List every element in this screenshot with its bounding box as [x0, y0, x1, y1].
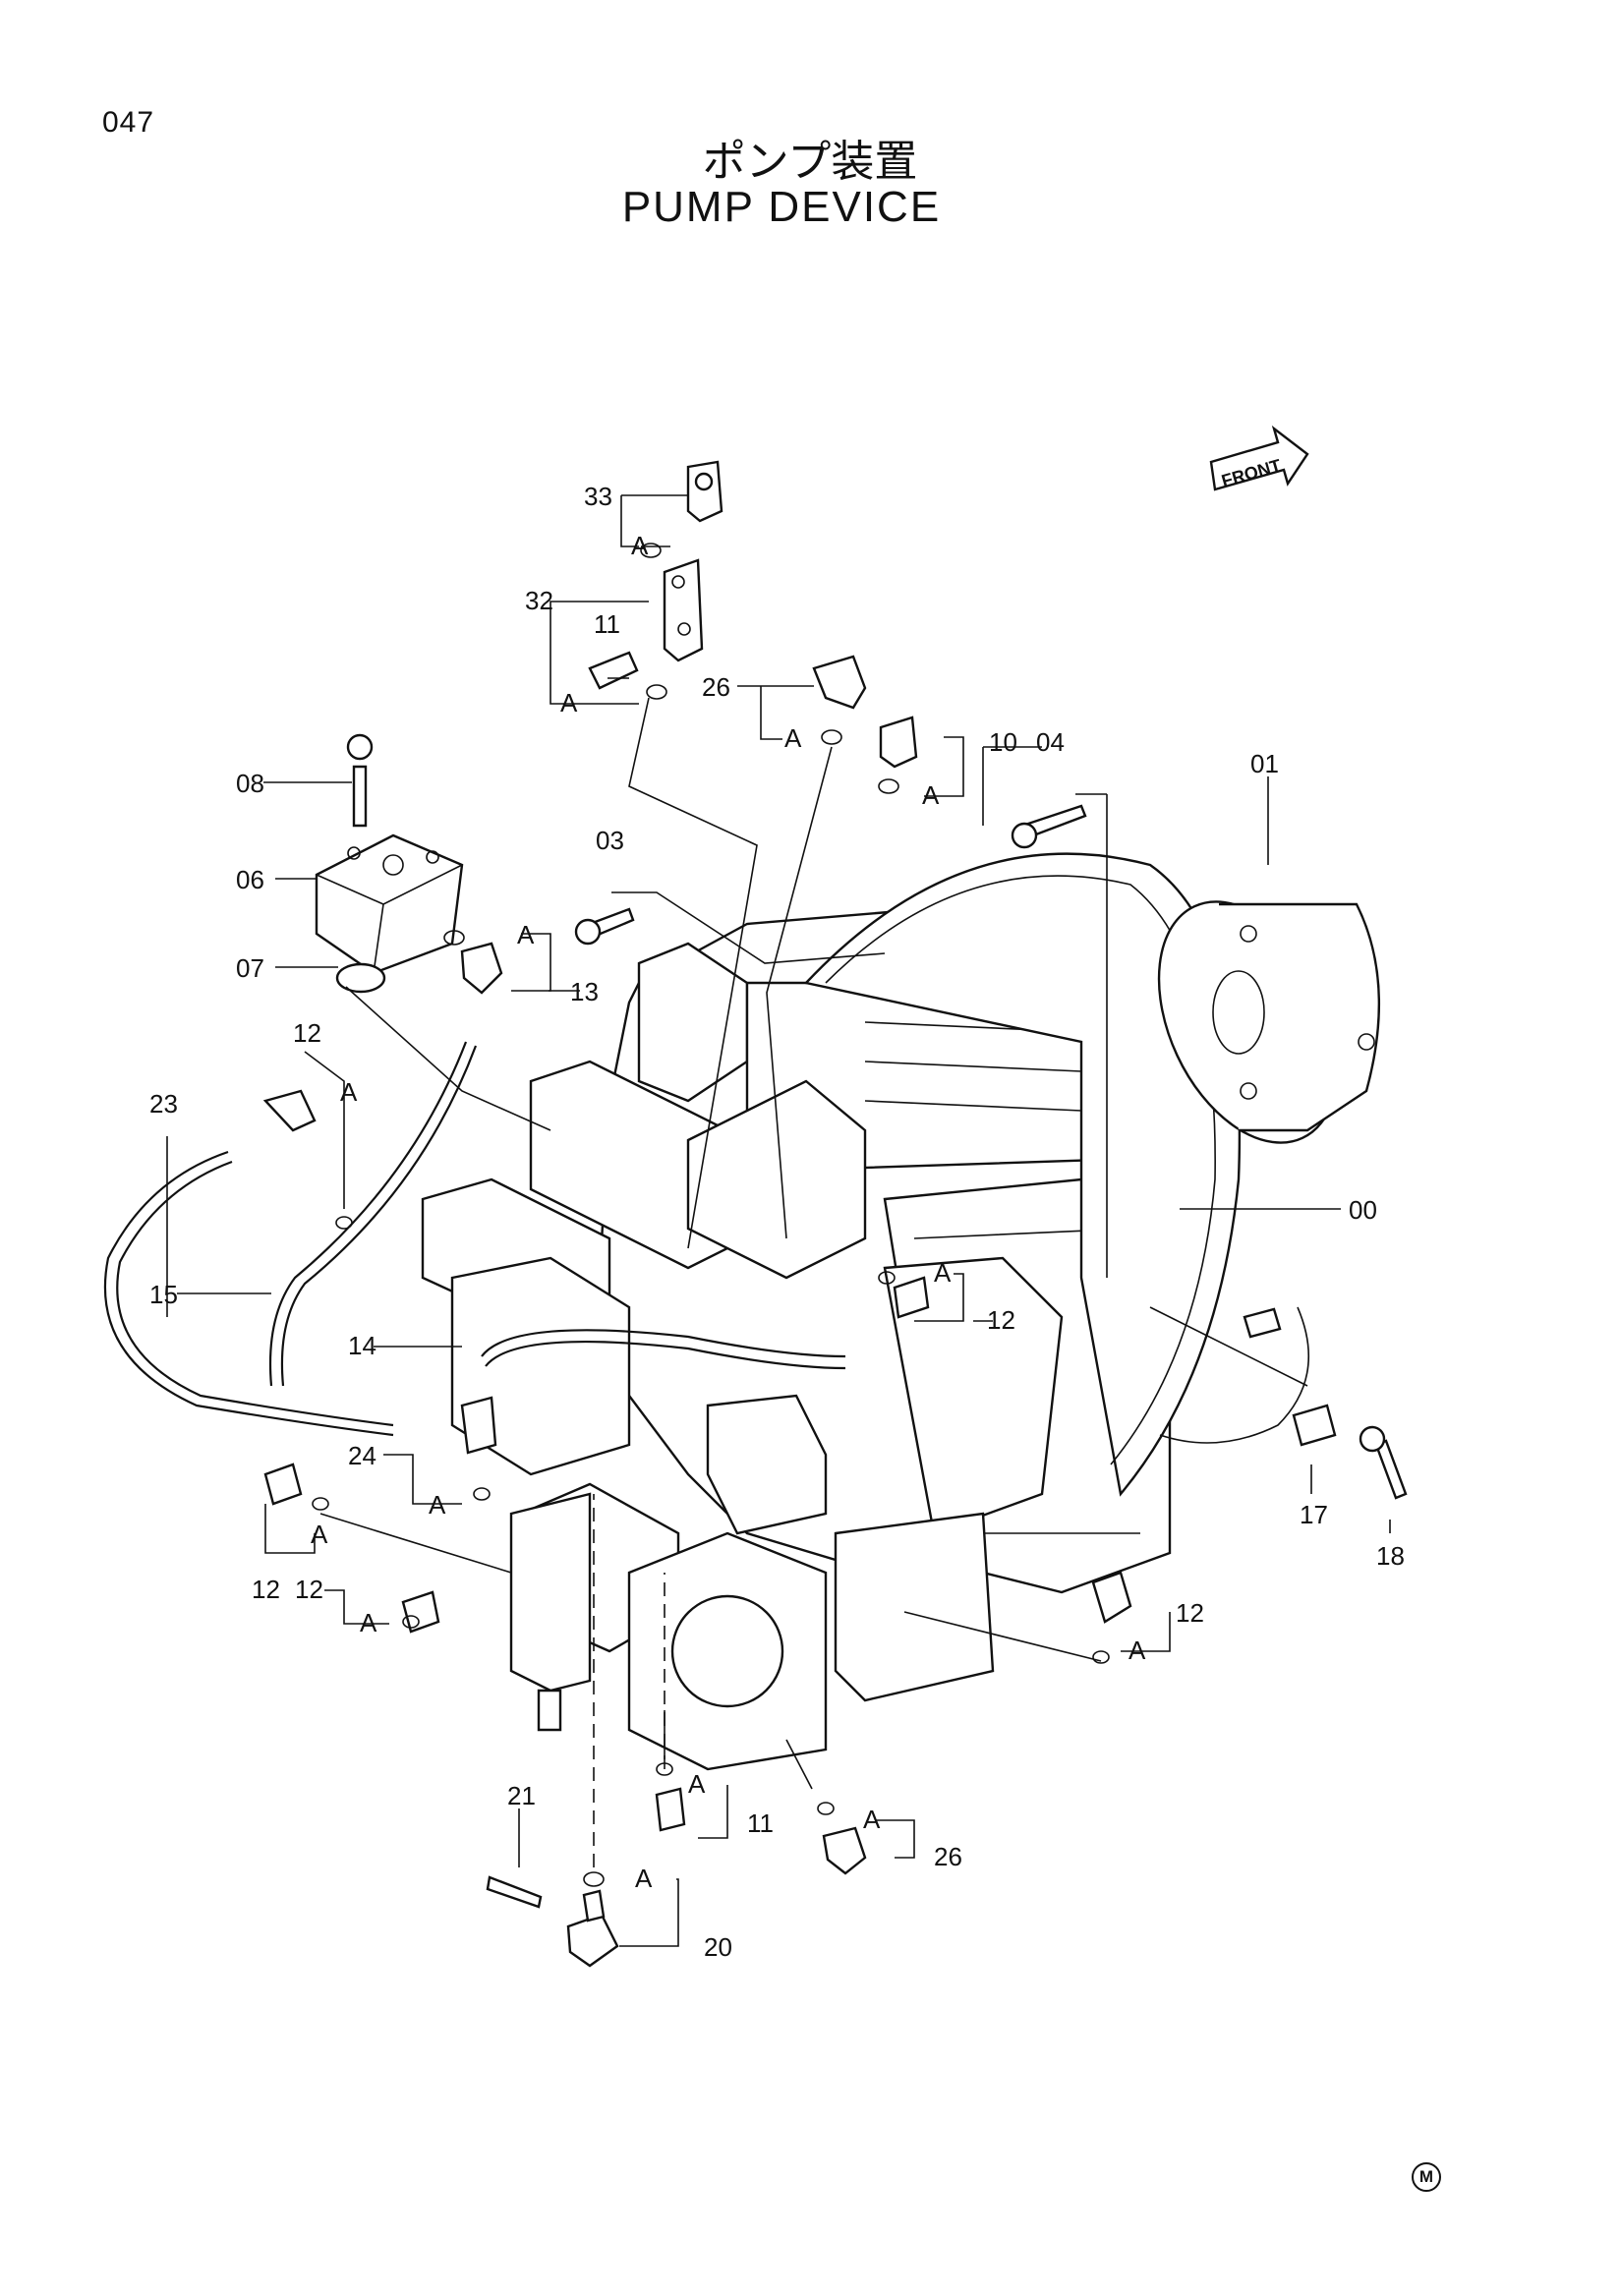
elbow-26-bottom	[822, 1826, 867, 1875]
callout-12-right: 12	[1176, 1598, 1204, 1628]
callout-20: 20	[704, 1932, 732, 1962]
callout-12-left-a: A	[311, 1520, 328, 1549]
callout-labels: 33 A 32 11 A 26 A 10 04 A 01 08 06 03 07…	[149, 482, 1405, 1962]
callout-08: 08	[236, 769, 264, 798]
front-arrow-icon: FRONT	[1209, 425, 1309, 491]
harness-17	[1149, 1306, 1337, 1447]
fitting-11-bottom	[655, 1787, 686, 1832]
callout-11-bottom-a: A	[688, 1769, 706, 1799]
callout-26-top: 26	[702, 672, 730, 702]
callout-32-a: A	[560, 688, 578, 718]
fitting-11-top	[588, 651, 639, 690]
callout-12-lower-a: A	[360, 1608, 377, 1637]
pilot-valve-block	[315, 733, 464, 994]
callout-24-a: A	[429, 1490, 446, 1520]
fitting-10	[879, 716, 918, 769]
callout-14: 14	[348, 1331, 376, 1360]
callout-18: 18	[1376, 1541, 1405, 1571]
elbow-12-upper	[262, 1089, 317, 1132]
callout-12-upper: 12	[293, 1018, 321, 1048]
callout-26-bottom: 26	[934, 1842, 962, 1871]
callout-12-right-a: A	[1128, 1636, 1146, 1665]
tee-24	[460, 1396, 497, 1455]
fitting-21	[486, 1875, 543, 1909]
pressure-sensor-33	[686, 460, 723, 523]
elbow-13	[460, 942, 503, 995]
hose-23	[103, 1150, 394, 1437]
bolt-18	[1359, 1425, 1408, 1500]
callout-20-a: A	[635, 1864, 653, 1893]
leader-lines	[166, 494, 1391, 1947]
callout-21: 21	[507, 1781, 536, 1810]
hose-14	[481, 1329, 846, 1370]
callout-12-mid: 12	[987, 1305, 1015, 1335]
registered-mark: M	[1412, 2162, 1441, 2192]
regulator-assembly	[421, 1060, 995, 1771]
callout-00: 00	[1349, 1195, 1377, 1225]
callout-12-mid-a: A	[934, 1258, 952, 1288]
coupling-disc	[1157, 900, 1380, 1144]
callout-13-a: A	[517, 920, 535, 949]
callout-13: 13	[570, 977, 599, 1006]
title-japanese: ポンプ装置	[702, 137, 918, 187]
callout-26-bottom-a: A	[863, 1805, 881, 1834]
elbow-26-top	[812, 655, 867, 710]
callout-11-bottom: 11	[747, 1808, 774, 1838]
callout-10-a: A	[922, 780, 940, 810]
hose-15	[268, 1041, 478, 1387]
callout-15: 15	[149, 1280, 178, 1309]
callout-04: 04	[1036, 727, 1065, 757]
check-valve-32	[663, 558, 704, 662]
callout-12-lower: 12	[295, 1575, 323, 1604]
callout-07: 07	[236, 953, 264, 983]
callout-24: 24	[348, 1441, 376, 1470]
elbow-12-right	[1091, 1571, 1132, 1624]
callout-33: 33	[584, 482, 612, 511]
page-number: 047	[102, 106, 155, 139]
callout-01: 01	[1250, 749, 1279, 778]
elbow-12-lower-left	[401, 1590, 440, 1634]
callout-10: 10	[989, 727, 1017, 757]
callout-32: 32	[525, 586, 553, 615]
callout-06: 06	[236, 865, 264, 894]
callout-26-top-a: A	[784, 723, 802, 753]
callout-03: 03	[596, 826, 624, 855]
elbow-12-left	[263, 1463, 303, 1506]
callout-33-a: A	[631, 531, 649, 560]
sensor-20	[566, 1889, 619, 1968]
bolt-03	[574, 907, 635, 946]
title-english: PUMP DEVICE	[621, 183, 942, 231]
elbow-12-mid	[893, 1276, 930, 1319]
callout-23: 23	[149, 1089, 178, 1119]
callout-12-upper-a: A	[340, 1077, 358, 1107]
bolt-04	[1011, 804, 1087, 849]
callout-11-top: 11	[594, 609, 620, 639]
callout-17: 17	[1300, 1500, 1328, 1529]
callout-12-left: 12	[252, 1575, 280, 1604]
